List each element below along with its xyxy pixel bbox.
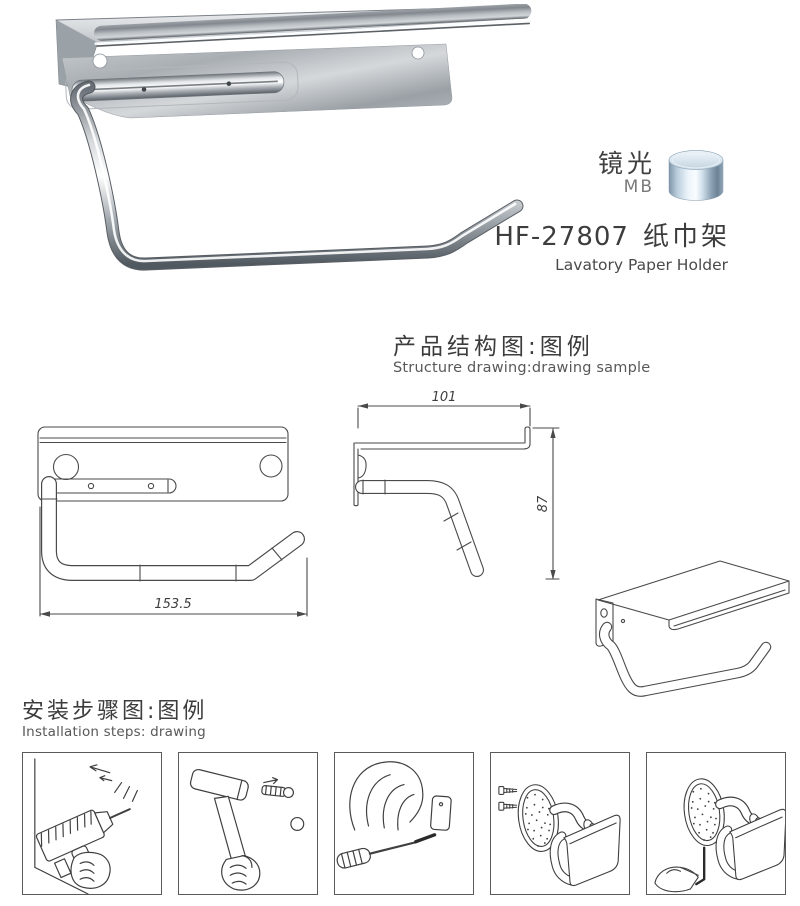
install-step-3 <box>334 752 474 895</box>
structure-title-en: Structure drawing:drawing sample <box>393 360 651 377</box>
install-step-1 <box>22 752 162 895</box>
shelf-front-edge <box>93 4 532 47</box>
installation-steps-row <box>22 752 786 895</box>
finish-code: MB <box>623 177 655 198</box>
product-name-cn: 纸巾架 <box>642 222 730 252</box>
model-block: HF-27807 纸巾架 Lavatory Paper Holder <box>430 216 730 274</box>
dim-top-width-label: 101 <box>432 390 457 405</box>
chrome-knob-sample-icon <box>668 150 724 201</box>
product-photo-paper-holder <box>54 4 532 271</box>
mount-holder-icon <box>498 784 621 887</box>
structure-section-title: 产品结构图:图例 Structure drawing:drawing sampl… <box>393 334 650 376</box>
finish-label-cn: 镜光 <box>598 149 657 178</box>
install-step-2 <box>178 752 318 895</box>
installation-title-cn: 安装步骤图:图例 <box>22 699 208 724</box>
drill-icon <box>34 758 138 894</box>
screw-hole-right <box>411 46 425 60</box>
installation-section-title: 安装步骤图:图例 Installation steps: drawing <box>22 699 207 740</box>
model-number: HF-27807 <box>494 222 629 252</box>
structure-drawing-front-view: 153.5 <box>37 426 308 617</box>
hex-key-icon <box>654 778 785 893</box>
hammer-anchor-icon <box>189 768 305 891</box>
dim-front-width-label: 153.5 <box>154 597 191 612</box>
structure-drawing-side-view: 101 87 <box>353 390 560 580</box>
structure-title-cn: 产品结构图:图例 <box>393 334 594 360</box>
wire-roll-holder <box>70 80 524 271</box>
product-name-en: Lavatory Paper Holder <box>555 256 728 274</box>
shelf <box>54 4 532 119</box>
screw-hole-left <box>92 53 108 69</box>
screwdriver-icon <box>336 761 452 869</box>
dim-side-height-label: 87 <box>536 495 551 512</box>
structure-drawing-isometric-view <box>595 560 790 697</box>
finish-block: 镜光 MB <box>598 147 727 205</box>
install-step-5 <box>646 752 786 895</box>
install-step-4 <box>490 752 630 895</box>
installation-title-en: Installation steps: drawing <box>22 724 206 741</box>
